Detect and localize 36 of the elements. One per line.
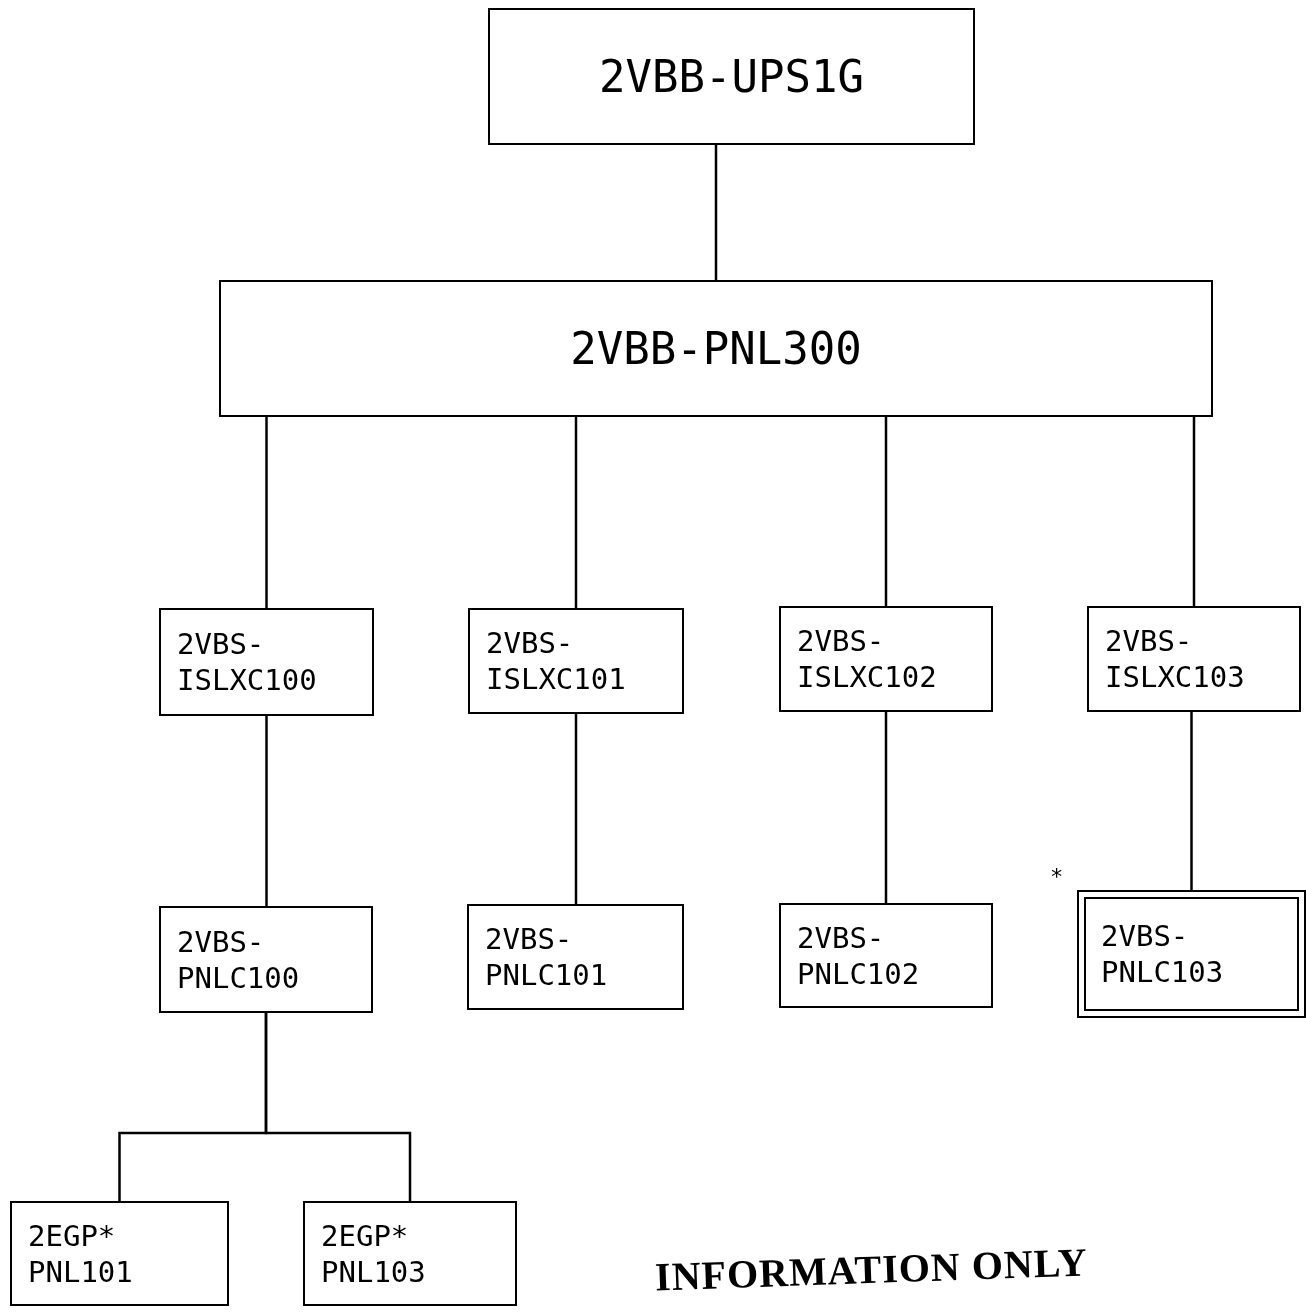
component-box [159,906,373,1013]
component-box [467,904,684,1010]
note-mark: * [1050,863,1064,891]
component-label: 2VBS- ISLXC103 [1105,623,1246,695]
component-label: 2VBS- PNLC103 [1100,918,1225,990]
component-box [159,608,374,716]
component-box [303,1201,517,1306]
connector-line [574,714,578,904]
connector-line [574,417,578,608]
component-box [1077,890,1306,1018]
connector-line [884,417,888,606]
component-label: 2VBS- PNLC102 [797,919,921,992]
component-box [468,608,684,714]
connector-line [884,712,888,903]
component-box [779,606,993,712]
component-label: 2VBS- ISLXC102 [797,623,938,695]
component-box [1087,606,1301,712]
component-box [779,903,993,1008]
component-box [219,280,1213,417]
stamp-text: INFORMATION ONLY [654,1238,1089,1302]
connector-line [265,417,268,608]
component-box [488,8,975,145]
component-label: 2VBS- PNLC100 [177,923,301,996]
component-label: 2VBS- PNLC101 [485,921,609,993]
connector-line [714,145,718,280]
component-label: 2VBB-PNL300 [570,321,862,376]
connector-line [1192,417,1196,606]
component-box [10,1201,229,1306]
connector-line [1190,712,1193,890]
component-label: 2EGP* PNL101 [28,1217,134,1290]
component-label: 2VBB-UPS1G [599,49,864,104]
component-label: 2EGP* PNL103 [321,1217,427,1290]
component-label: 2VBS- ISLXC101 [486,625,627,697]
connector-line [264,1013,412,1201]
connector-line [265,716,268,906]
component-label: 2VBS- ISLXC100 [177,626,318,698]
